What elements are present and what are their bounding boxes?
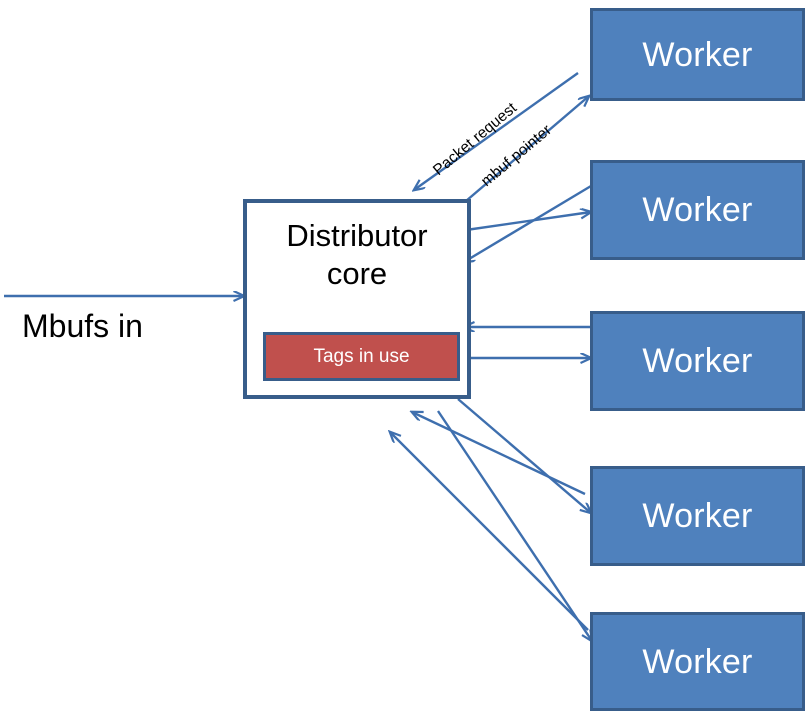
worker-box-3[interactable]: Worker xyxy=(590,311,805,411)
worker-label-2: Worker xyxy=(642,191,753,229)
worker-box-1[interactable]: Worker xyxy=(590,8,805,101)
arrow-distributor-to-worker-1 xyxy=(465,96,589,202)
distributor-core-label-line2: core xyxy=(326,256,388,292)
arrow-distributor-to-worker-2 xyxy=(465,212,591,232)
worker-label-1: Worker xyxy=(642,35,753,74)
arrow-worker-1-to-distributor xyxy=(414,72,579,190)
worker-box-4[interactable]: Worker xyxy=(590,466,805,566)
arrow-worker-5-to-distributor xyxy=(390,432,589,631)
mbufs-in-label: Mbufs in xyxy=(22,308,143,344)
arrow-worker-4-to-distributor xyxy=(412,412,586,496)
worker-label-5: Worker xyxy=(642,642,753,681)
arrow-distributor-to-worker-4 xyxy=(457,398,591,513)
tags-in-use-box[interactable]: Tags in use xyxy=(263,332,460,381)
worker-box-5[interactable]: Worker xyxy=(590,612,805,711)
worker-box-2[interactable]: Worker xyxy=(590,160,805,260)
worker-label-4: Worker xyxy=(642,497,753,535)
distributor-core-label-line1: Distributor xyxy=(286,218,428,253)
arrow-distributor-to-worker-5 xyxy=(437,410,592,641)
distributor-core-box[interactable]: Distributor core Tags in use xyxy=(243,199,471,399)
tags-in-use-label: Tags in use xyxy=(313,346,410,367)
distributor-core-label: Distributor core xyxy=(247,217,467,294)
worker-label-3: Worker xyxy=(642,342,753,380)
arrow-worker-2-to-distributor xyxy=(464,184,592,262)
